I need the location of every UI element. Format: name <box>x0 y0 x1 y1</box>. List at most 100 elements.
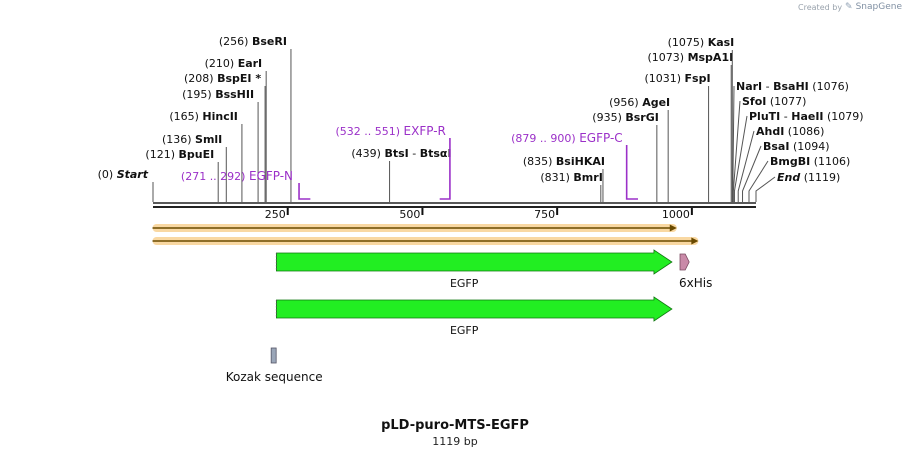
cut-site-agei-position: (956) <box>609 96 642 109</box>
cut-site-bpuei-position: (121) <box>145 148 178 161</box>
cut-site-dash: - <box>762 80 773 93</box>
cut-site-bmri-position: (831) <box>540 171 573 184</box>
primer-egfp-n-mark <box>298 183 311 200</box>
cut-site-leader <box>737 130 755 202</box>
cut-site-btsi-dash: - <box>409 147 420 160</box>
orf-arrowhead <box>669 224 677 232</box>
feature-kozak-sequence-box <box>270 347 277 364</box>
cut-site-kasi-label: (1075) KasI <box>668 36 735 49</box>
cut-site-bpuei-name: BpuEI <box>179 148 215 161</box>
primer-name: EGFP-C <box>579 131 622 145</box>
primer-exfp-r-mark <box>439 138 451 200</box>
feature-egfp-label: EGFP <box>450 277 479 290</box>
feature-kozak-sequence-label: Kozak sequence <box>226 370 323 384</box>
cut-site-bspei-position: (208) <box>184 72 217 85</box>
cut-site-dash: - <box>780 110 791 123</box>
cut-site-smli-name: SmlI <box>195 133 222 146</box>
primer-range: (532 .. 551) <box>335 125 403 138</box>
cut-site-fspi-label: (1031) FspI <box>644 72 710 85</box>
cut-site-name: NarI <box>736 80 762 93</box>
cut-site-position: (1077) <box>766 95 806 108</box>
cut-site-leader <box>732 100 741 202</box>
cut-site-eari-position: (210) <box>205 57 238 70</box>
snapgene-credit: Created by ✎ SnapGene <box>798 2 902 12</box>
feature-6xhis-label: 6xHis <box>679 276 712 290</box>
cut-site-bsrgi-position: (935) <box>592 111 625 124</box>
cut-site-leader <box>733 115 748 202</box>
cut-site-leader <box>732 85 735 202</box>
cut-site-bsshii-label: (195) BssHII <box>182 88 254 101</box>
cut-site-bsihkai-name: BsiHKAI <box>556 155 605 168</box>
cut-site-eari-label: (210) EarI <box>205 57 263 70</box>
map-title: pLD-puro-MTS-EGFP <box>381 418 529 433</box>
cut-site-btsi-name: BtsI <box>384 147 408 160</box>
cut-site-position: (1076) <box>809 80 849 93</box>
cut-site-btsi-position: (439) <box>351 147 384 160</box>
feature-6xhis-arrow <box>679 253 690 271</box>
primer-egfp-c-label: (879 .. 900) EGFP-C <box>511 131 623 145</box>
cut-site-bmgbi-label: BmgBI (1106) <box>770 155 850 168</box>
cut-site-bsshii-name: BssHII <box>215 88 254 101</box>
cut-site-hincii-position: (165) <box>169 110 202 123</box>
cut-site-bsrgi-name: BsrGI <box>625 111 658 124</box>
cut-site-name: BsaI <box>763 140 789 153</box>
cut-site-pluti-label: PluTI - HaeII (1079) <box>749 110 864 123</box>
cut-site-name: AhdI <box>756 125 784 138</box>
cut-site-bsrgi-label: (935) BsrGI <box>592 111 659 124</box>
primer-egfp-c-mark <box>625 145 638 200</box>
cut-site-bspei-label: (208) BspEI * <box>184 72 261 85</box>
cut-site-fspi-position: (1031) <box>644 72 684 85</box>
primer-range: (879 .. 900) <box>511 132 579 145</box>
primer-name: EGFP-N <box>249 169 293 183</box>
cut-site-bsihkai-label: (835) BsiHKAI <box>523 155 605 168</box>
cut-site-bspei-name: BspEI <box>217 72 251 85</box>
cut-site-position: (1094) <box>789 140 829 153</box>
orf-arrowhead <box>691 237 699 245</box>
cut-site-bsai-label: BsaI (1094) <box>763 140 830 153</box>
credit-brand: SnapGene <box>855 2 902 12</box>
cut-site-start-position: (0) <box>98 168 117 181</box>
cut-site-ahdi-label: AhdI (1086) <box>756 125 824 138</box>
cut-site-mspa1i-name: MspA1I <box>688 51 734 64</box>
ruler-tick-label: 1000 <box>662 208 690 221</box>
cut-site-end-label: End (1119) <box>777 171 840 184</box>
feature-egfp-arrow <box>276 249 673 275</box>
ruler-tick-label: 250 <box>265 208 286 221</box>
cut-site-start-label: (0) Start <box>98 168 149 181</box>
cut-site-name: BmgBI <box>770 155 810 168</box>
cut-site-name2: BsaHI <box>773 80 809 93</box>
feature-egfp-label: EGFP <box>450 324 479 337</box>
cut-site-name: PluTI <box>749 110 780 123</box>
cut-site-leader <box>748 160 769 202</box>
cut-site-start-name: Start <box>117 168 149 181</box>
cut-site-bpuei-label: (121) BpuEI <box>145 148 214 161</box>
cut-site-hincii-name: HincII <box>202 110 238 123</box>
cut-site-smli-label: (136) SmlI <box>162 133 222 146</box>
cut-site-position: (1079) <box>824 110 864 123</box>
cut-site-bmri-label: (831) BmrI <box>540 171 602 184</box>
cut-site-name: End <box>777 171 800 184</box>
cut-site-bspei-mark: * <box>251 72 261 85</box>
cut-site-bmri-name: BmrI <box>573 171 602 184</box>
cut-site-fspi-name: FspI <box>685 72 711 85</box>
cut-site-bseri-name: BseRI <box>252 35 287 48</box>
cut-site-bsihkai-position: (835) <box>523 155 556 168</box>
cut-site-bseri-label: (256) BseRI <box>219 35 287 48</box>
cut-site-bsshii-position: (195) <box>182 88 215 101</box>
snapgene-logo-icon: ✎ <box>845 2 853 12</box>
cut-site-nari-label: NarI - BsaHI (1076) <box>736 80 849 93</box>
primer-range: (271 .. 292) <box>181 170 249 183</box>
cut-site-bseri-position: (256) <box>219 35 252 48</box>
cut-site-sfoi-label: SfoI (1077) <box>742 95 806 108</box>
cut-site-agei-name: AgeI <box>642 96 670 109</box>
cut-site-name2: HaeII <box>791 110 823 123</box>
cut-site-smli-position: (136) <box>162 133 195 146</box>
primer-egfp-n-label: (271 .. 292) EGFP-N <box>181 169 293 183</box>
cut-site-position: (1119) <box>800 171 840 184</box>
credit-text: Created by <box>798 2 843 12</box>
ruler-tick-label: 750 <box>534 208 555 221</box>
map-length-label: 1119 bp <box>432 435 478 448</box>
ruler-tick-label: 500 <box>399 208 420 221</box>
cut-site-kasi-name: KasI <box>708 36 735 49</box>
